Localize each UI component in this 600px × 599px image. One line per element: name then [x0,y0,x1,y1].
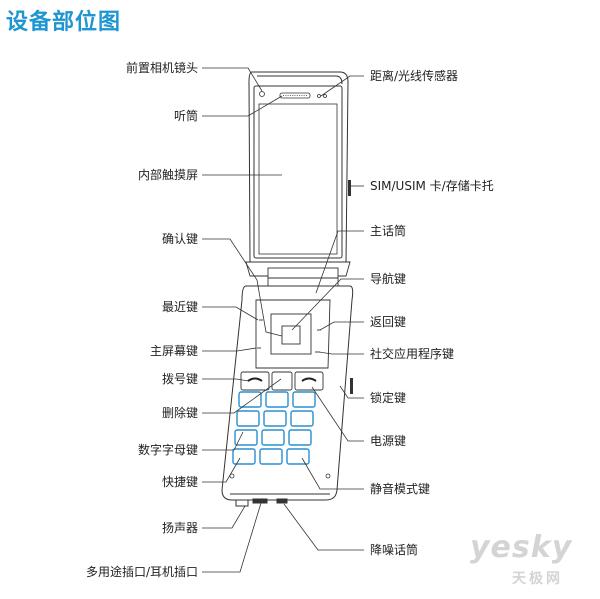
label-sim-tray: SIM/USIM 卡/存储卡托 [370,179,494,193]
label-alnum-keys: 数字字母键 [137,443,198,457]
label-inner-touchscreen: 内部触摸屏 [137,168,198,182]
proximity-sensor-icon [317,94,321,98]
label-noise-mic: 降噪话筒 [370,543,419,557]
dial-key-icon [247,377,263,382]
lock-key-icon [350,378,353,394]
label-ok-key: 确认键 [161,232,198,246]
label-mute-key: 静音模式键 [370,482,431,496]
sim-tray-icon [348,180,351,196]
bottom-ports [235,498,288,507]
label-recent-key: 最近键 [161,300,198,314]
label-shortcut-key: 快捷键 [161,475,198,489]
label-proximity-sensor: 距离/光线传感器 [370,69,459,83]
label-speaker: 扬声器 [161,521,198,535]
label-dial-key: 拨号键 [161,372,198,386]
page-title: 设备部位图 [6,10,122,35]
front-camera-icon [259,91,265,97]
earpiece-grill [279,92,311,99]
label-nav-key: 导航键 [370,272,407,286]
label-home-key: 主屏幕键 [149,344,198,358]
port-icon [252,498,268,504]
label-social-key: 社交应用程序键 [370,347,455,361]
label-back-key: 返回键 [370,315,407,329]
mute-key-icon [286,448,310,465]
label-multipurpose-jack: 多用途插口/耳机插口 [85,565,198,579]
label-earpiece: 听筒 [173,109,198,123]
label-front-camera: 前置相机镜头 [125,61,198,75]
delete-key-icon [271,371,293,391]
label-power-key: 电源键 [370,434,407,448]
nav-cluster [255,299,331,369]
label-main-mic: 主话筒 [370,224,407,238]
watermark-logo: yesky [470,530,573,565]
shortcut-key-icon [232,448,256,465]
call-keys-row [240,371,324,391]
label-delete-key: 删除键 [161,406,198,420]
inner-screen [258,103,338,255]
label-lock-key: 锁定键 [370,391,407,405]
ok-key-icon [281,325,301,345]
power-key-icon [301,377,317,382]
leader-lines [202,67,364,573]
hinge [245,261,351,287]
watermark-sub: 天极网 [512,571,563,587]
